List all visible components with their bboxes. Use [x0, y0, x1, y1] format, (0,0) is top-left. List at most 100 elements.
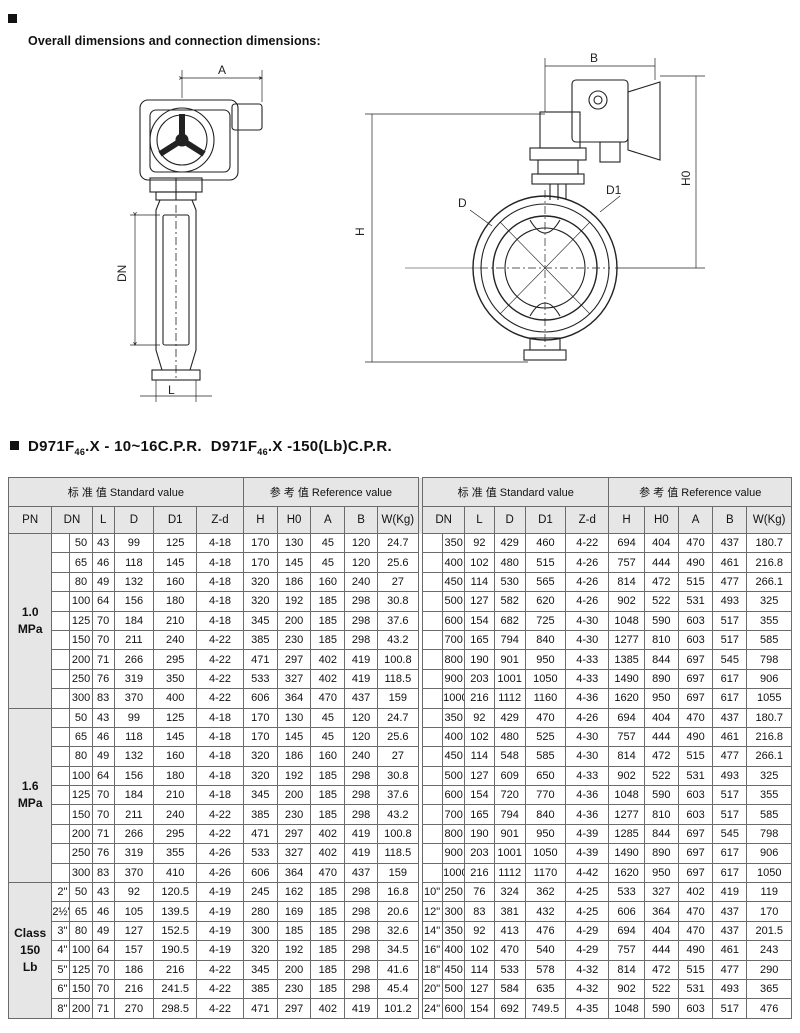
- inch-size-cell: 14": [422, 920, 444, 942]
- cell-l: 49: [91, 571, 115, 593]
- cell-l: 76: [91, 668, 115, 690]
- cell-dn: 150: [69, 629, 93, 651]
- cell-b: 298: [344, 765, 378, 787]
- cell-a: 531: [677, 765, 714, 787]
- group-header: 参 考 值 Reference value: [242, 477, 420, 507]
- cell-dn: 900: [442, 668, 466, 690]
- inch-size-cell: [422, 688, 444, 709]
- cell-h0: 404: [643, 707, 679, 728]
- column-header: W(Kg): [376, 506, 420, 534]
- inch-size-cell: [422, 765, 444, 787]
- cell-l: 216: [464, 862, 495, 884]
- cell-b: 493: [712, 765, 748, 787]
- column-header: Z-d: [196, 506, 244, 534]
- cell-zd: 4-30: [565, 726, 610, 748]
- cell-b: 517: [712, 629, 748, 651]
- inch-size-cell: 4": [51, 940, 71, 961]
- valve-drawing: A DN L: [115, 51, 705, 402]
- cell-l: 92: [464, 707, 495, 728]
- cell-h: 533: [242, 668, 278, 690]
- inch-size-cell: 18": [422, 959, 444, 980]
- cell-d: 480: [493, 552, 526, 573]
- cell-wkg: 43.2: [376, 629, 420, 651]
- cell-d: 270: [113, 998, 155, 1019]
- cell-dn: 100: [69, 591, 93, 612]
- cell-d1: 295: [153, 649, 198, 670]
- cell-d1: 950: [524, 823, 567, 845]
- cell-l: 83: [91, 862, 115, 884]
- cell-zd: 4-33: [565, 765, 610, 787]
- cell-d: 211: [113, 629, 155, 651]
- cell-wkg: 100.8: [376, 823, 420, 845]
- cell-wkg: 476: [746, 998, 792, 1019]
- cell-zd: 4-26: [565, 591, 610, 612]
- cell-h: 757: [608, 552, 645, 573]
- cell-d1: 620: [524, 591, 567, 612]
- cell-b: 298: [344, 978, 378, 1000]
- column-header: DN: [422, 506, 466, 534]
- cell-h0: 364: [643, 901, 679, 922]
- cell-d: 127: [113, 920, 155, 942]
- table-row: 300833704104-266063644704371591000216111…: [9, 862, 792, 884]
- cell-l: 102: [464, 552, 495, 573]
- cell-h0: 590: [643, 998, 679, 1019]
- cell-h: 814: [608, 959, 645, 980]
- cell-h: 280: [242, 901, 278, 922]
- inch-size-cell: [51, 571, 71, 593]
- inch-size-cell: [422, 843, 444, 864]
- column-header: PN: [7, 506, 53, 534]
- cell-a: 185: [310, 978, 346, 1000]
- cell-h0: 522: [643, 591, 679, 612]
- cell-a: 185: [310, 610, 346, 631]
- cell-dn: 450: [442, 959, 466, 980]
- cell-wkg: 34.5: [376, 940, 420, 961]
- cell-wkg: 585: [746, 804, 792, 825]
- cell-h0: 297: [276, 649, 312, 670]
- cell-zd: 4-25: [565, 901, 610, 922]
- front-view: D D1 B H0 H: [353, 51, 705, 363]
- cell-l: 46: [91, 552, 115, 573]
- cell-l: 70: [91, 978, 115, 1000]
- cell-dn: 65: [69, 552, 93, 573]
- cell-a: 470: [310, 862, 346, 884]
- cell-d: 99: [113, 532, 155, 554]
- cell-a: 490: [677, 726, 714, 748]
- cell-h: 902: [608, 765, 645, 787]
- cell-h: 694: [608, 707, 645, 728]
- column-header: A: [310, 506, 346, 534]
- cell-d: 184: [113, 785, 155, 806]
- inch-size-cell: 20": [422, 978, 444, 1000]
- cell-d: 370: [113, 688, 155, 709]
- cell-h: 757: [608, 726, 645, 748]
- cell-d: 794: [493, 629, 526, 651]
- cell-b: 493: [712, 978, 748, 1000]
- cell-zd: 4-22: [196, 629, 244, 651]
- column-header: D: [113, 506, 155, 534]
- cell-wkg: 25.6: [376, 552, 420, 573]
- cell-zd: 4-29: [565, 920, 610, 942]
- cell-h: 385: [242, 804, 278, 825]
- cell-a: 402: [310, 649, 346, 670]
- cell-b: 298: [344, 940, 378, 961]
- cell-d1: 585: [524, 746, 567, 767]
- cell-b: 461: [712, 726, 748, 748]
- cell-wkg: 201.5: [746, 920, 792, 942]
- cell-zd: 4-18: [196, 610, 244, 631]
- cell-b: 437: [712, 707, 748, 728]
- cell-l: 64: [91, 765, 115, 787]
- cell-wkg: 30.8: [376, 591, 420, 612]
- cell-dn: 300: [442, 901, 466, 922]
- dim-label-a: A: [218, 63, 226, 77]
- cell-d1: 125: [153, 532, 198, 554]
- cell-dn: 900: [442, 843, 466, 864]
- inch-size-cell: 6": [51, 978, 71, 1000]
- cell-b: 419: [344, 998, 378, 1019]
